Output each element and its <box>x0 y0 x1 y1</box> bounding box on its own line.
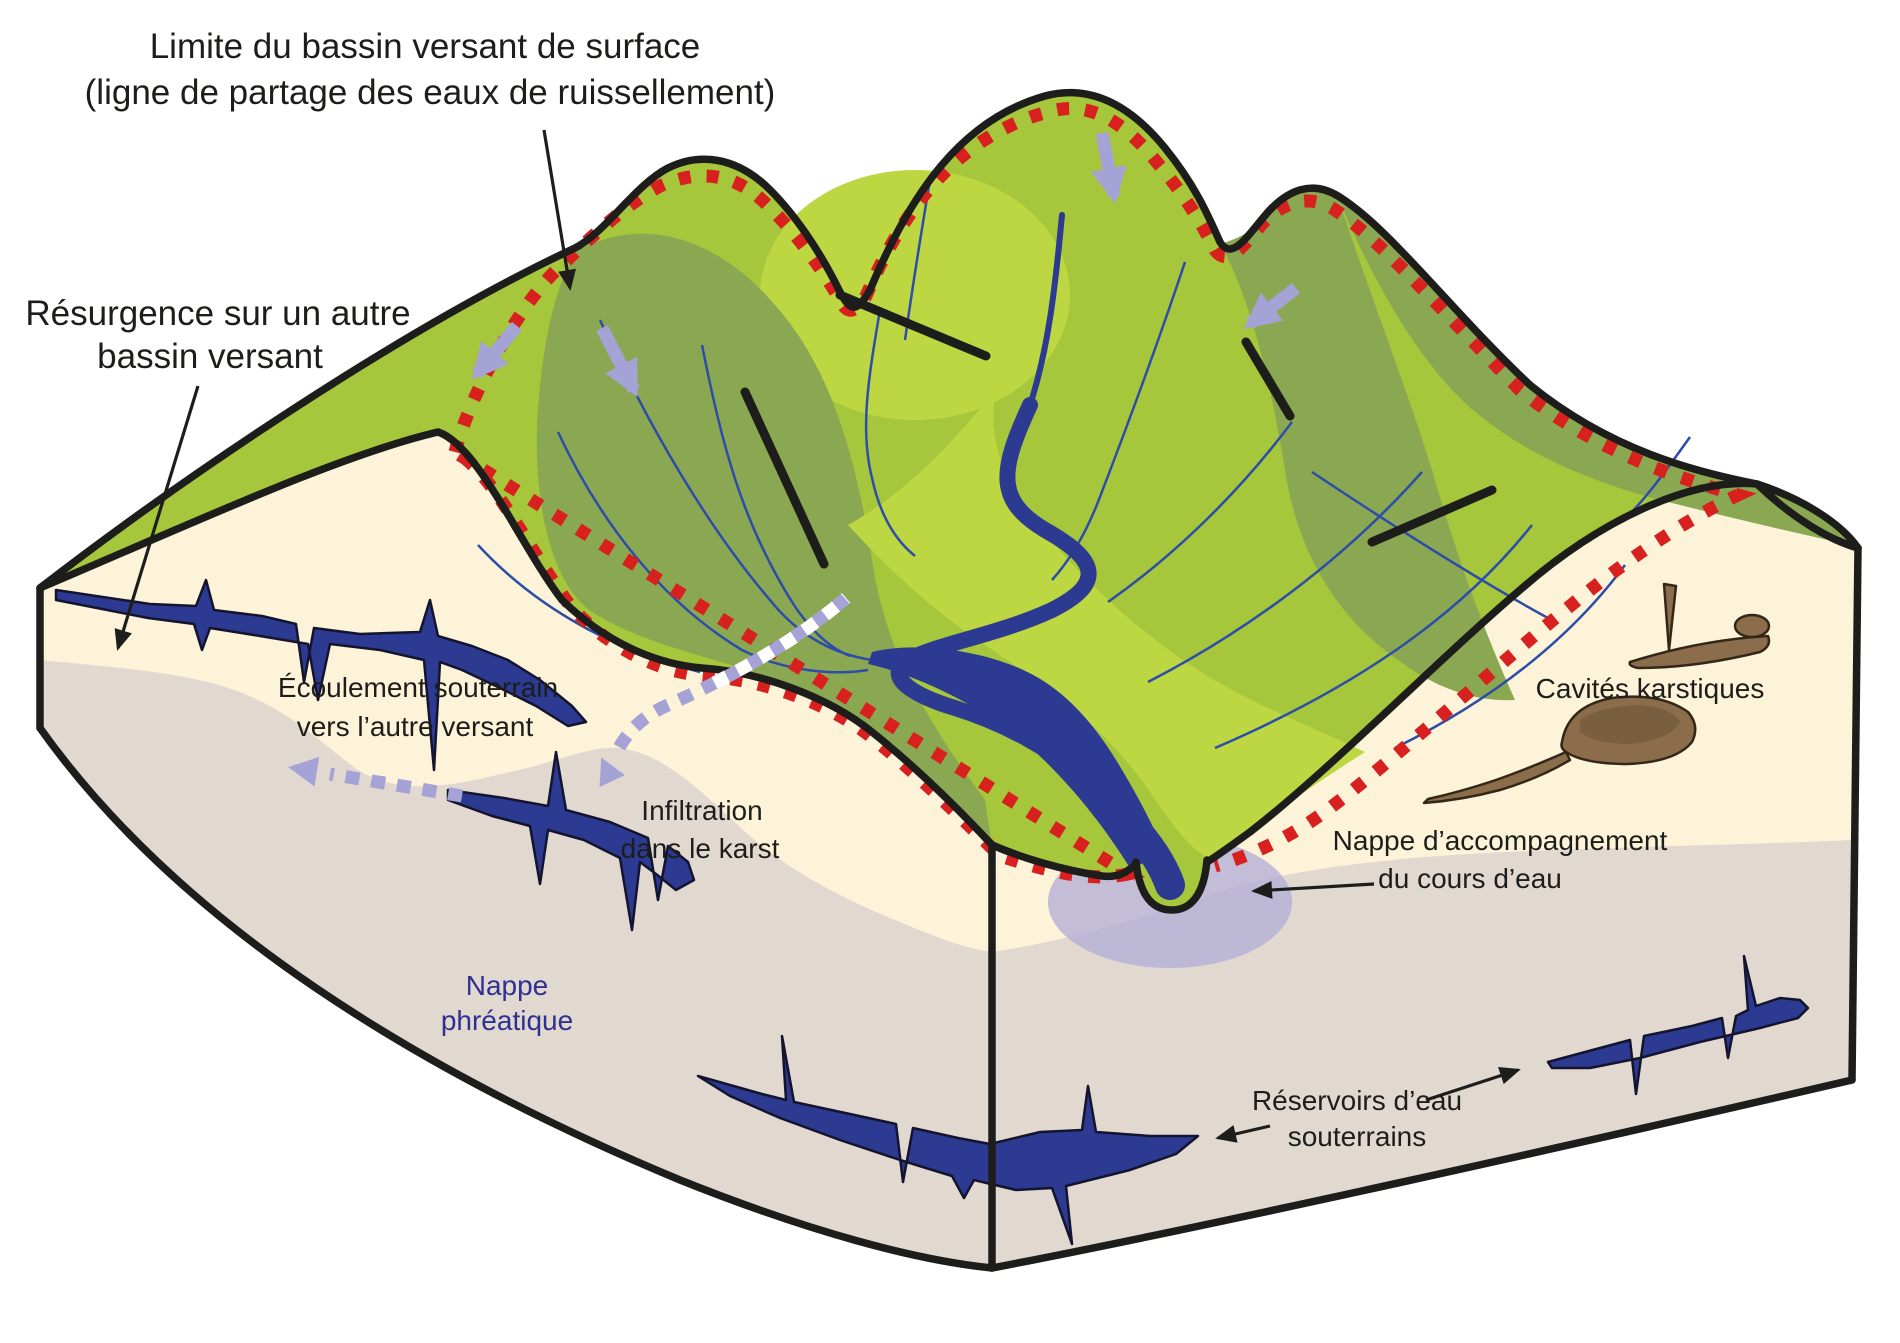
pointer-watershed-limit <box>542 129 576 291</box>
karst-conduit-infiltration <box>446 750 696 932</box>
pointer-resurgence <box>114 385 200 651</box>
label-ecoulement-line2: vers l’autre versant <box>297 711 534 742</box>
runoff-arrow-left-2 <box>596 325 640 398</box>
ridge-lines <box>740 290 1497 569</box>
label-nappe-line1: Nappe <box>466 970 549 1001</box>
label-cavites: Cavités karstiques <box>1536 673 1765 704</box>
runoff-arrow-right <box>1243 282 1301 330</box>
label-watershed-limit: Limite du bassin versant de surface (lig… <box>85 27 776 112</box>
pointer-reservoir-right <box>1425 1067 1521 1102</box>
label-accompagnement-line2: du cours d’eau <box>1378 863 1562 894</box>
underground-reservoir-center <box>696 1034 1200 1246</box>
infiltration-arrow <box>599 593 851 787</box>
label-resurgence: Résurgence sur un autre bassin versant <box>25 294 410 376</box>
underground-flow-arrow <box>288 756 464 803</box>
label-watershed-limit-line2: (ligne de partage des eaux de ruissellem… <box>85 73 776 112</box>
annotation-arrows <box>114 129 1521 1143</box>
underground-reservoir-right <box>1546 954 1810 1096</box>
runoff-arrow-left-1 <box>471 321 522 381</box>
karst-cavities <box>1422 582 1771 805</box>
runoff-arrow-center <box>1091 131 1127 204</box>
label-ecoulement: Écoulement souterrain vers l’autre versa… <box>278 672 558 742</box>
label-accompagnement-line1: Nappe d’accompagnement <box>1333 825 1668 856</box>
terrain-shade-center <box>1220 190 1515 701</box>
terrain-shade-left <box>536 233 992 846</box>
block-outlines <box>36 89 1862 1272</box>
terrain-shade-right <box>1338 198 1856 546</box>
label-resurgence-line2: bassin versant <box>97 337 323 376</box>
label-accompagnement: Nappe d’accompagnement du cours d’eau <box>1333 825 1668 894</box>
label-reservoirs-line2: souterrains <box>1288 1121 1427 1152</box>
label-infiltration-line2: dans le karst <box>621 833 780 864</box>
phreatic-zone-left-face <box>40 660 992 1268</box>
label-watershed-limit-line1: Limite du bassin versant de surface <box>150 27 701 66</box>
label-nappe-line2: phréatique <box>441 1005 573 1036</box>
watershed-boundary-dots <box>448 102 1757 884</box>
label-infiltration: Infiltration dans le karst <box>621 795 780 864</box>
label-reservoirs: Réservoirs d’eau souterrains <box>1252 1085 1462 1152</box>
label-nappe-phreatique: Nappe phréatique <box>441 970 573 1036</box>
pointer-accompagnement <box>1251 880 1375 899</box>
pointer-reservoir-center <box>1215 1124 1271 1143</box>
terrain-light-patch <box>760 170 1070 420</box>
label-reservoirs-line1: Réservoirs d’eau <box>1252 1085 1462 1116</box>
label-resurgence-line1: Résurgence sur un autre <box>25 294 410 333</box>
terrain-valley-floor <box>848 390 1365 860</box>
runoff-arrows <box>471 131 1301 398</box>
karst-conduit-resurgence <box>54 578 588 772</box>
label-infiltration-line1: Infiltration <box>641 795 762 826</box>
main-river <box>868 212 1185 900</box>
label-ecoulement-line1: Écoulement souterrain <box>278 672 558 703</box>
